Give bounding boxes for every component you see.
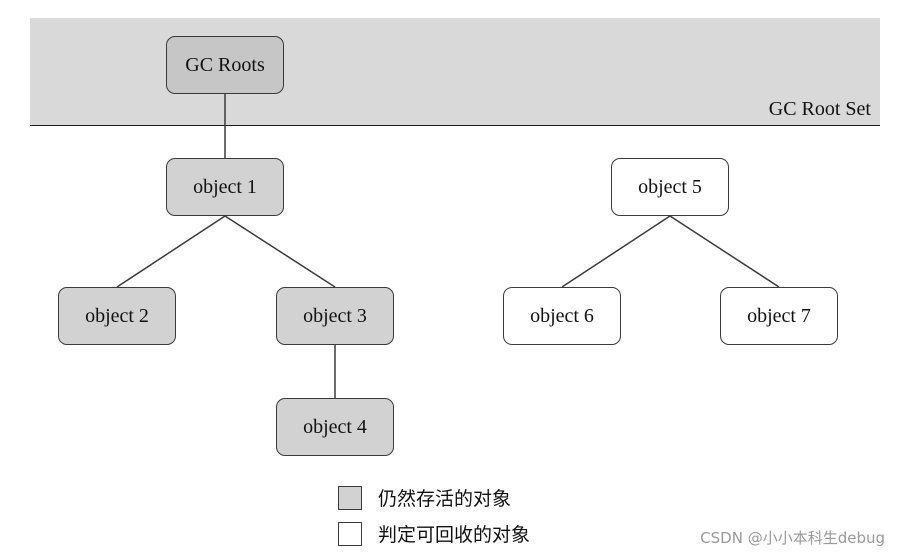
edge-object5-object6 [561, 215, 671, 288]
watermark: CSDN @小小本科生debug [700, 529, 885, 547]
object-3-node: object 3 [276, 287, 394, 345]
legend-collectable: 判定可回收的对象 [338, 520, 530, 547]
object-5-node: object 5 [611, 158, 729, 216]
object-1-node: object 1 [166, 158, 284, 216]
root-set-divider [30, 125, 880, 126]
object-6-node: object 6 [503, 287, 621, 345]
legend-collectable-label: 判定可回收的对象 [378, 524, 531, 546]
edge-object1-object2 [116, 215, 226, 288]
object-2-node: object 2 [58, 287, 176, 345]
legend-alive-swatch [338, 485, 362, 510]
legend-alive-label: 仍然存活的对象 [378, 488, 512, 510]
object-7-node: object 7 [720, 287, 838, 345]
legend-alive: 仍然存活的对象 [338, 484, 511, 511]
edge-object5-object7 [669, 215, 780, 288]
edge-object1-object3 [224, 215, 336, 288]
gc-root-set-label: GC Root Set [768, 98, 871, 120]
gc-roots-node: GC Roots [166, 36, 284, 94]
legend-collectable-swatch [338, 521, 362, 546]
object-4-node: object 4 [276, 398, 394, 456]
